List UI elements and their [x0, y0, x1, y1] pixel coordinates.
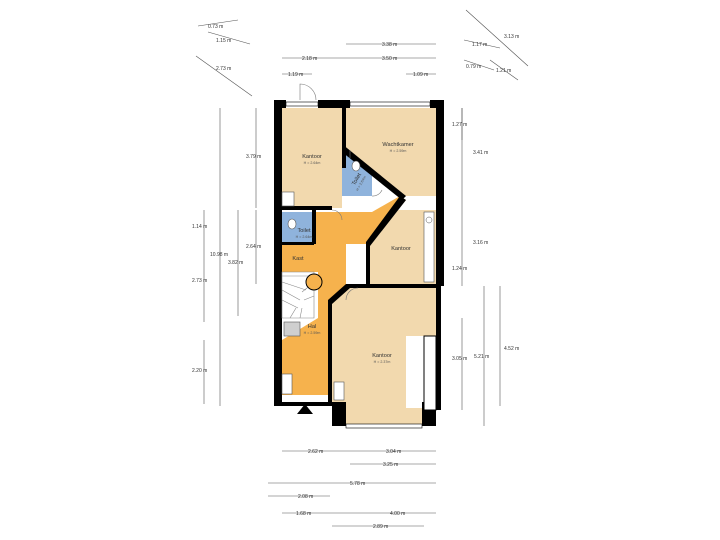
entrance-arrow-icon [297, 404, 313, 414]
dim-label-400: 4.00 m [390, 511, 405, 517]
kantoor-bottom-unit [333, 381, 345, 401]
dim-label-079: 0.79 m [466, 64, 481, 70]
dim-label-289: 2.89 m [373, 524, 388, 530]
wall-west [274, 100, 282, 406]
dim-label-264: 2.64 m [246, 244, 261, 250]
dim-label-115: 1.15 m [216, 38, 231, 44]
room-hal-floor [282, 196, 406, 395]
dim-label-1098: 10.98 m [210, 252, 228, 258]
door-kantoor-bottom [345, 287, 359, 301]
wall-kantoor-middle-west [366, 242, 370, 286]
dim-label-304: 3.04 m [386, 449, 401, 455]
room-wachtkamer-floor [346, 108, 436, 196]
wall-kantoor-hal [282, 206, 332, 210]
room-wachtkamer-label: Wachtkamer [382, 142, 413, 148]
room-toilet-left-floor [282, 212, 314, 242]
hall-meter-box [281, 373, 293, 395]
dim-label-316: 3.16 m [473, 240, 488, 246]
room-kantoor-top-left-label: Kantoor [302, 154, 322, 160]
wall-kantoor-middle-south [346, 284, 440, 288]
dim-label-452: 4.52 m [504, 346, 519, 352]
room-hal-label: Hal [308, 324, 316, 330]
dim-label-325: 3.25 m [383, 462, 398, 468]
dim-label-338: 3.38 m [382, 42, 397, 48]
door-entrance-north [299, 83, 317, 101]
door-wachtkamer [371, 189, 383, 197]
room-kantoor-middle-floor [370, 210, 436, 284]
room-toilet-top-floor [342, 150, 372, 196]
dim-label-073: 0.73 m [208, 24, 223, 30]
dim-label-127: 1.27 m [452, 122, 467, 128]
window-south [345, 423, 423, 429]
room-kast-label: Kast [292, 256, 304, 262]
dim-label-313: 3.13 m [504, 34, 519, 40]
room-kantoor-top-left-floor [282, 108, 342, 208]
toilet-left-bowl [287, 218, 297, 230]
wall-toilet-hal [312, 208, 316, 244]
dim-label-220: 2.20 m [192, 368, 207, 374]
dim-line-117 [463, 39, 501, 49]
room-toilet-top-label: Toilet [351, 172, 363, 187]
room-toilet-top-height: H = 2.64m [355, 175, 367, 191]
dim-label-208: 2.08 m [298, 494, 313, 500]
room-hal-height: H = 2.59m [304, 331, 321, 335]
wall-toilet-kast [282, 242, 314, 245]
dim-label-350: 3.50 m [382, 56, 397, 62]
room-kantoor-bottom-floor [332, 286, 436, 426]
dim-label-121: 1.21 m [496, 68, 511, 74]
bay-recess [423, 335, 437, 411]
dim-label-114: 1.14 m [192, 224, 207, 230]
window-north-left [285, 101, 319, 107]
dim-label-117: 1.17 m [472, 42, 487, 48]
kantoor-sink [281, 191, 295, 207]
dim-label-379: 3.79 m [246, 154, 261, 160]
room-toilet-left-height: H = 2.64m [296, 235, 313, 239]
dim-label-262: 2.62 m [308, 449, 323, 455]
wall-north-mid [318, 100, 350, 108]
room-kantoor-middle-label: Kantoor [391, 246, 411, 252]
wall-bottom-corner [328, 284, 350, 304]
room-kantoor-bottom-height: H = 2.37m [374, 360, 391, 364]
sink-icon [425, 216, 433, 224]
dim-label-273b: 2.73 m [192, 278, 207, 284]
room-toilet-left-label: Toilet [297, 228, 311, 234]
dim-label-521: 5.21 m [474, 354, 489, 360]
stair-newel [305, 273, 323, 291]
dim-line-121 [489, 59, 519, 81]
wall-north-left-a [274, 100, 286, 108]
dim-label-578: 5.78 m [350, 481, 365, 487]
dim-line-313 [465, 9, 529, 67]
dim-line-273a [195, 55, 253, 97]
wall-kantoor-wachtkamer [342, 108, 346, 168]
room-wachtkamer-height: H = 2.59m [390, 149, 407, 153]
wall-east-upper [436, 100, 444, 286]
wall-diagonal-upper [342, 144, 406, 200]
window-north-right [349, 101, 431, 107]
wall-diagonal-middle [366, 196, 406, 246]
dim-line-079 [463, 59, 495, 71]
room-kantoor-bottom-label: Kantoor [372, 353, 392, 359]
dim-label-124: 1.24 m [452, 266, 467, 272]
dim-label-218: 2.18 m [302, 56, 317, 62]
dim-line-073 [197, 19, 239, 27]
room-kantoor-top-left-height: H = 2.64m [304, 161, 321, 165]
wall-south-left [274, 402, 334, 406]
dim-label-109: 1.09 m [413, 72, 428, 78]
dim-label-119: 1.19 m [288, 72, 303, 78]
wall-hal-kantoor-bottom [328, 300, 332, 406]
toilet-top-bowl [351, 160, 361, 172]
door-toilet [331, 150, 351, 221]
hall-cabinet [283, 321, 301, 337]
dim-label-341: 3.41 m [473, 150, 488, 156]
dim-label-305: 3.05 m [452, 356, 467, 362]
dim-label-382: 3.82 m [228, 260, 243, 266]
wall-south-pillar-left [332, 402, 346, 426]
dim-label-168: 1.68 m [296, 511, 311, 517]
dim-label-273a: 2.73 m [216, 66, 231, 72]
dim-line-115 [207, 31, 251, 45]
kitchen-counter [423, 211, 435, 283]
wall-east-lower [436, 284, 441, 410]
